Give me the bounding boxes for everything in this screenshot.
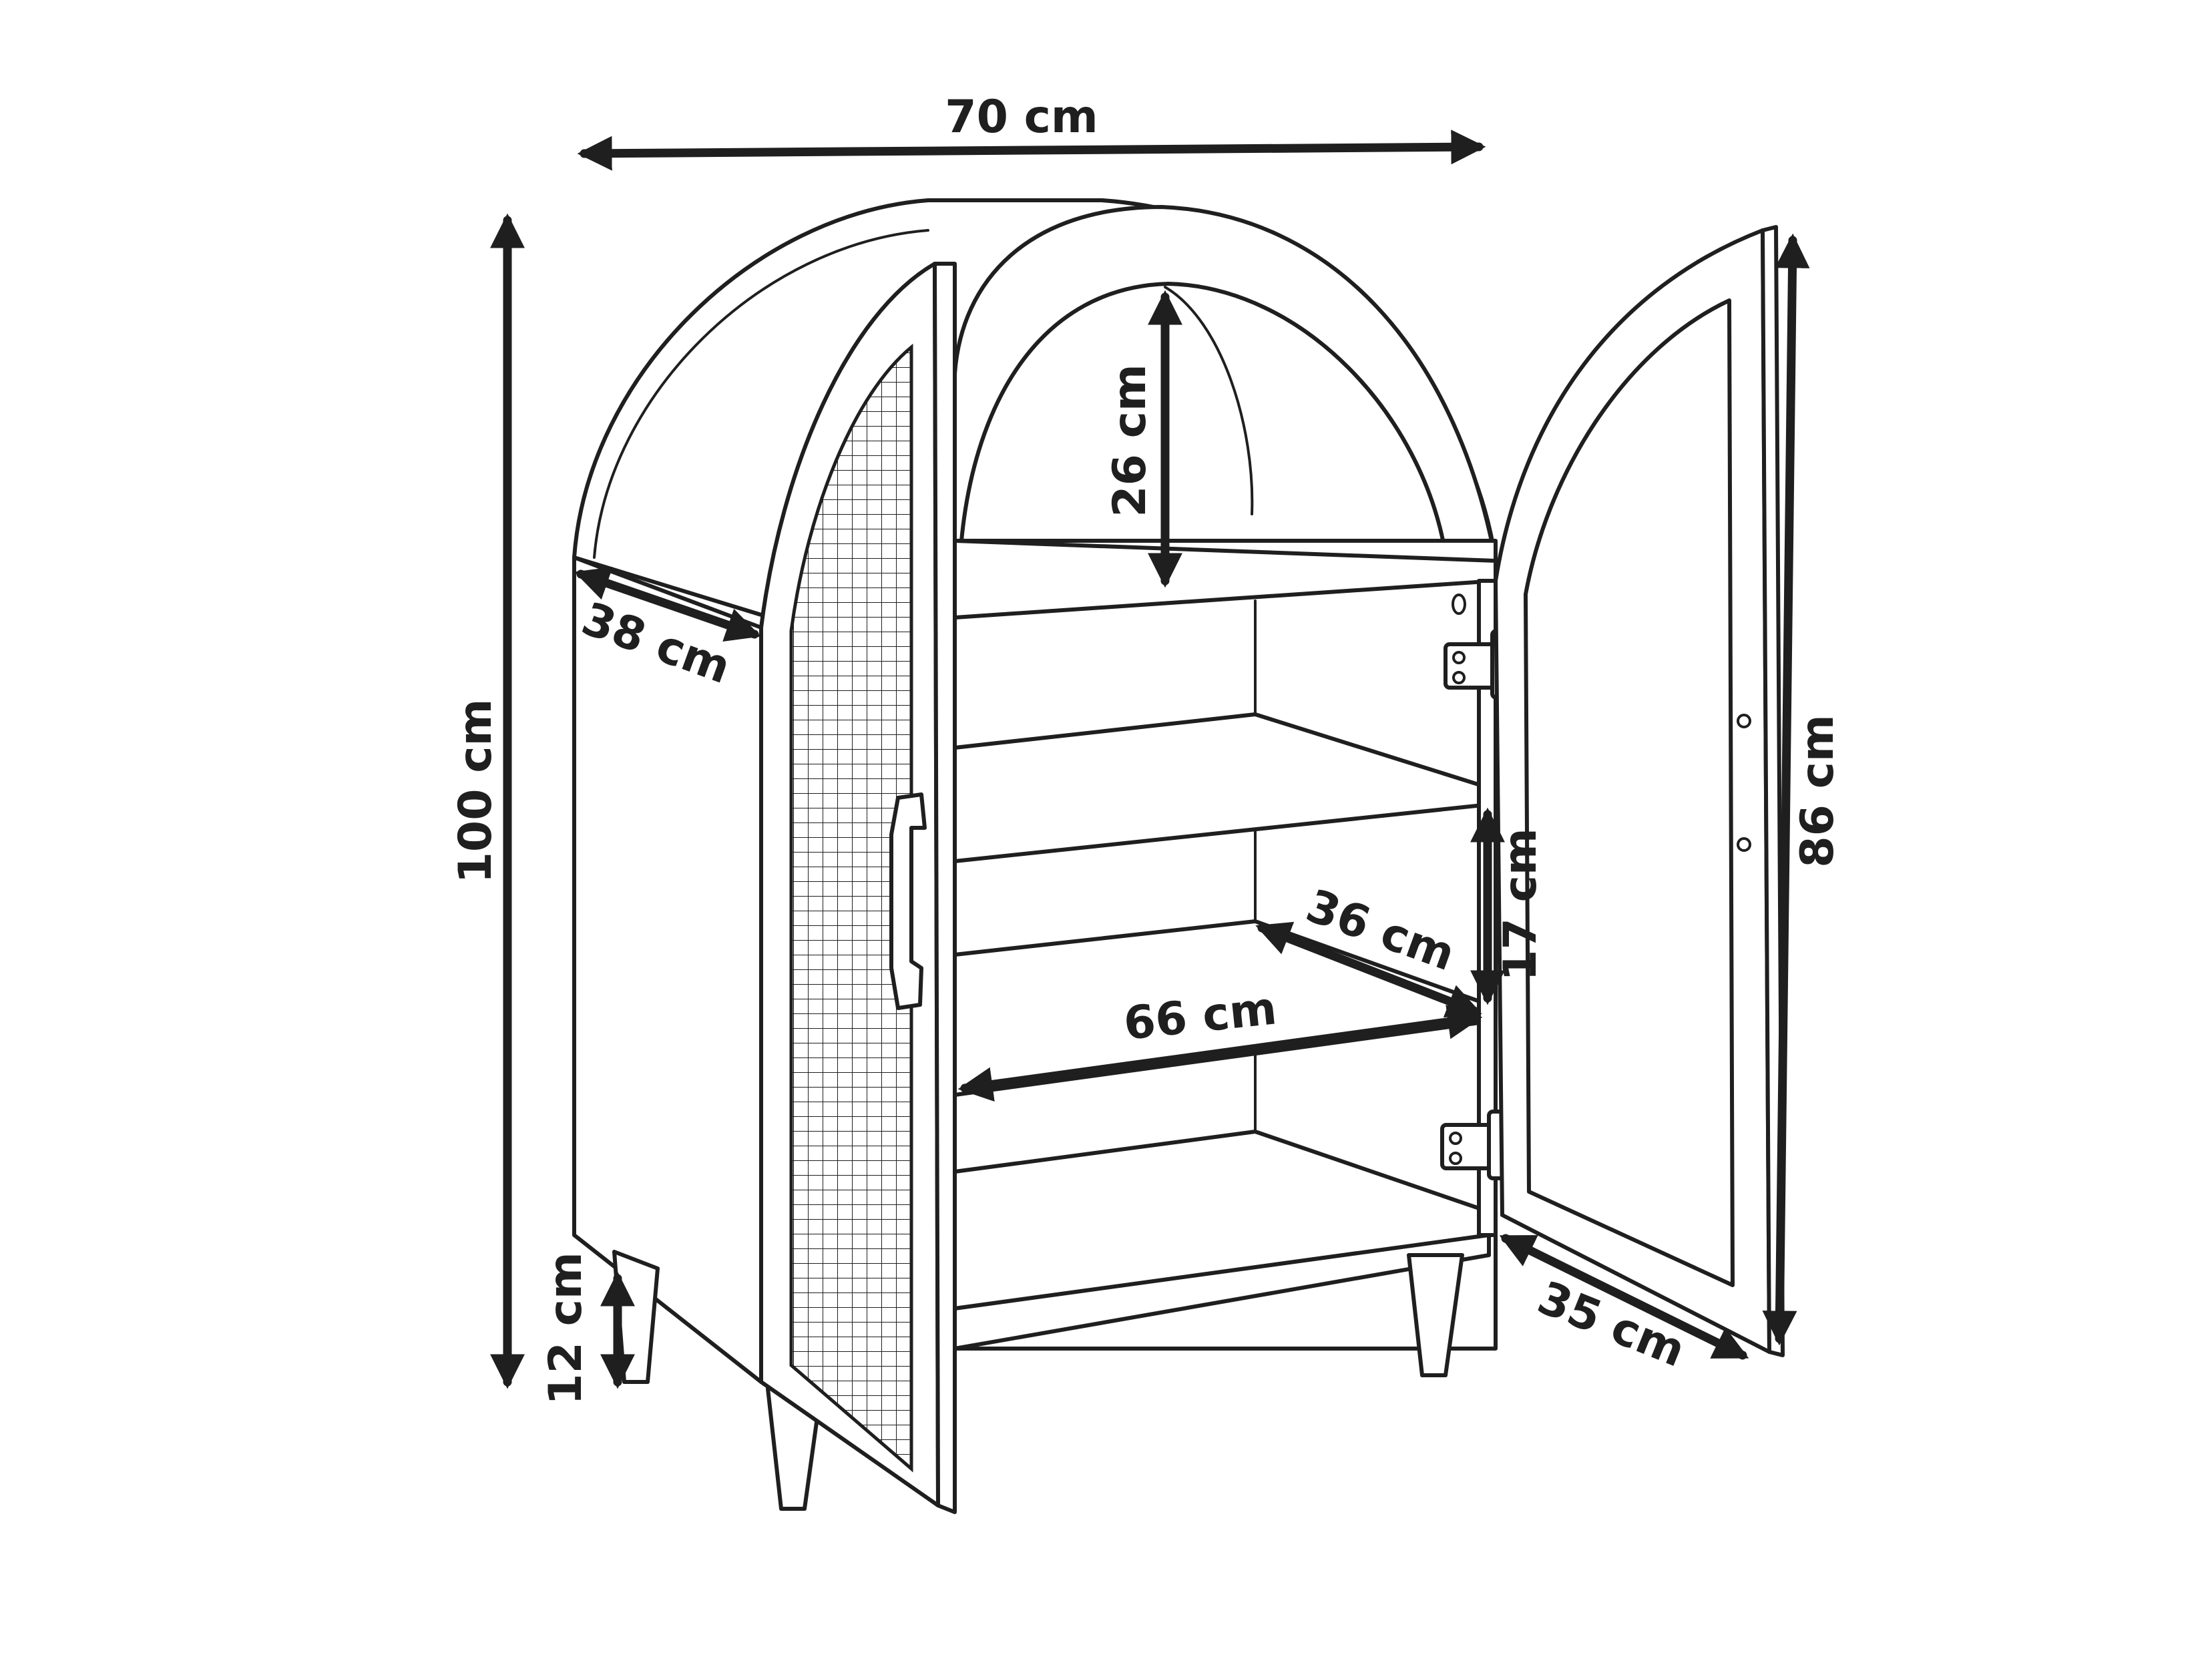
side-depth-arrow — [574, 567, 761, 642]
width-label: 70 cm — [945, 91, 1098, 144]
shelf-depth-arrow — [1255, 921, 1482, 1018]
shelf-spacing-label: 17 cm — [1494, 828, 1547, 981]
right-door-hole-lower — [1737, 837, 1751, 852]
dimension-arrows — [490, 130, 1810, 1389]
door-height-arrow — [1762, 233, 1810, 1346]
width-arrow — [577, 130, 1486, 171]
door-height-label: 86 cm — [1791, 714, 1844, 867]
arch-height-label: 26 cm — [1104, 364, 1156, 517]
left-door-panel-edge — [933, 262, 957, 1514]
right-door-hole-upper — [1737, 714, 1751, 728]
shelf-width-arrow — [957, 1004, 1483, 1102]
height-label: 100 cm — [449, 699, 502, 884]
arch-inner-curve — [1164, 286, 1254, 515]
leg-right — [1407, 1253, 1464, 1377]
leg-height-label: 12 cm — [539, 1252, 592, 1405]
front-arch-opening — [959, 282, 1448, 556]
outer-arch-inner-rim — [593, 229, 929, 559]
left-door-cane-mesh — [789, 343, 913, 1473]
left-side-panel — [572, 555, 763, 1384]
door-handle — [889, 792, 927, 1010]
door-width-arrow — [1499, 1234, 1749, 1360]
right-door-glass — [1524, 298, 1735, 1287]
